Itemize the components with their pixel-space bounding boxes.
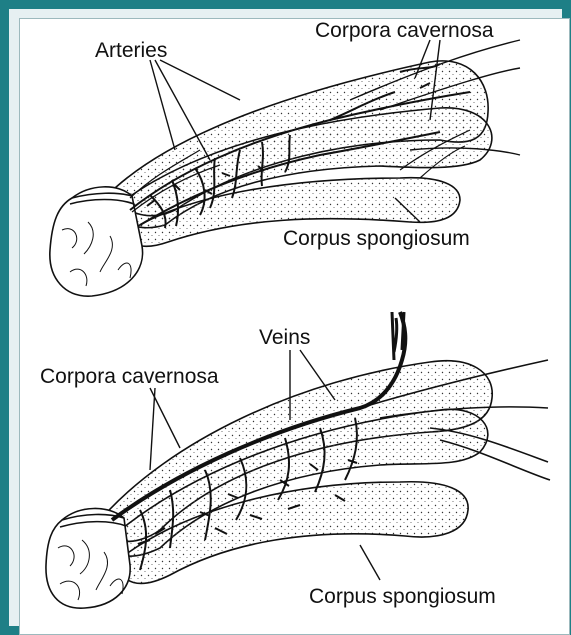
label-veins: Veins	[259, 326, 310, 349]
bottom-illustration	[46, 312, 550, 608]
label-top-corpus-spongiosum: Corpus spongiosum	[283, 227, 470, 250]
label-arteries: Arteries	[95, 39, 167, 62]
top-illustration	[50, 40, 520, 296]
top-glans	[50, 187, 143, 296]
label-bottom-corpora-cavernosa: Corpora cavernosa	[40, 365, 219, 388]
label-top-corpora-cavernosa: Corpora cavernosa	[315, 19, 494, 42]
label-bottom-corpus-spongiosum: Corpus spongiosum	[309, 585, 496, 608]
